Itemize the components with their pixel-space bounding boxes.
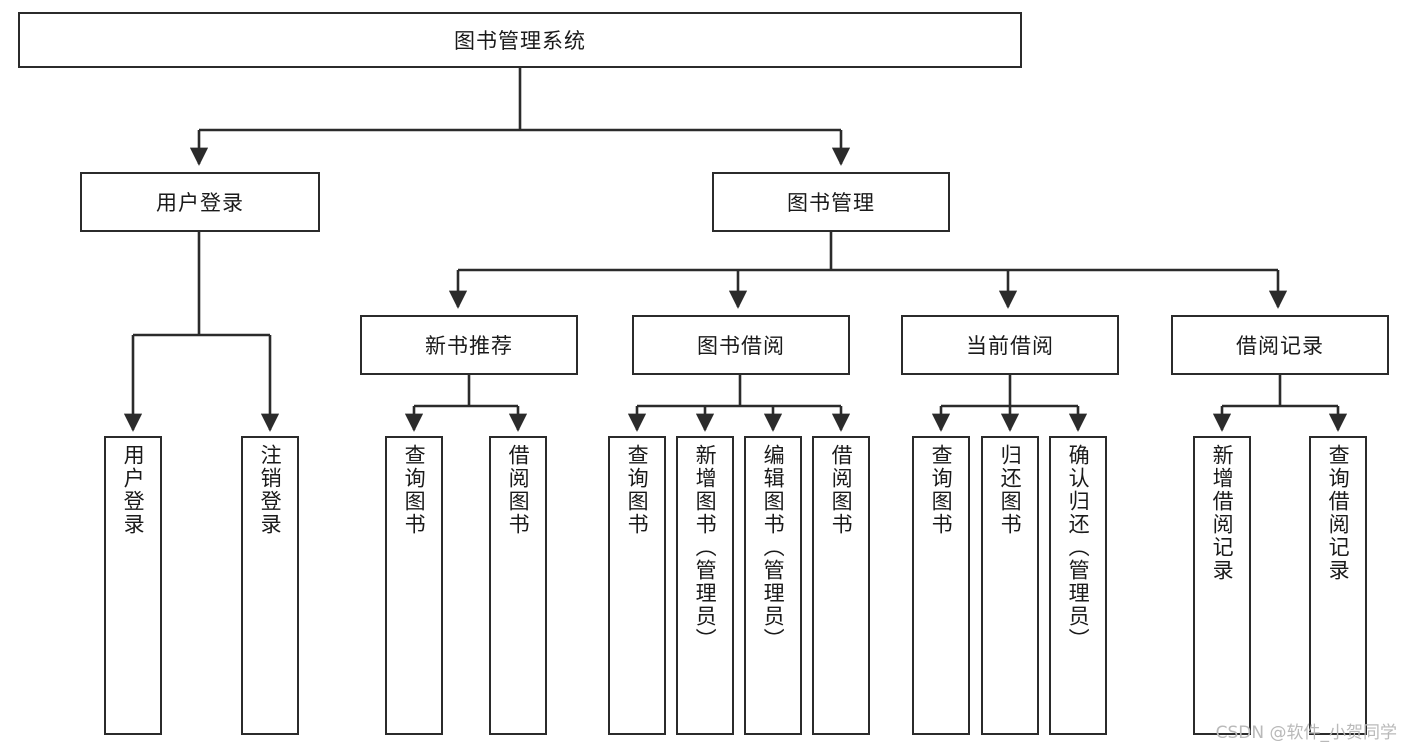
leaf-book-borrow-edit[interactable]: 编辑图书（管理员） — [744, 436, 802, 735]
leaf-label: 查询图书 — [625, 444, 650, 536]
csdn-watermark: CSDN @软件_小贺同学 — [1215, 723, 1397, 743]
leaf-label: 查询借阅记录 — [1326, 444, 1351, 582]
node-book-borrow[interactable]: 图书借阅 — [632, 315, 850, 375]
leaf-label: 查询图书 — [929, 444, 954, 536]
leaf-new-book-borrow[interactable]: 借阅图书 — [489, 436, 547, 735]
node-new-book-recommend[interactable]: 新书推荐 — [360, 315, 578, 375]
leaf-book-borrow-query[interactable]: 查询图书 — [608, 436, 666, 735]
node-borrow-record[interactable]: 借阅记录 — [1171, 315, 1389, 375]
leaf-book-borrow-borrow[interactable]: 借阅图书 — [812, 436, 870, 735]
leaf-current-borrow-query[interactable]: 查询图书 — [912, 436, 970, 735]
node-user-login-label: 用户登录 — [156, 191, 244, 215]
leaf-current-borrow-confirm-return[interactable]: 确认归还（管理员） — [1049, 436, 1107, 735]
node-current-borrow[interactable]: 当前借阅 — [901, 315, 1119, 375]
leaf-label: 查询图书 — [402, 444, 427, 536]
leaf-user-login-logout[interactable]: 注销登录 — [241, 436, 299, 735]
node-book-borrow-label: 图书借阅 — [697, 334, 785, 358]
node-user-login[interactable]: 用户登录 — [80, 172, 320, 232]
leaf-label: 借阅图书 — [506, 444, 531, 536]
node-root[interactable]: 图书管理系统 — [18, 12, 1022, 68]
leaf-new-book-query[interactable]: 查询图书 — [385, 436, 443, 735]
leaf-label: 新增图书（管理员） — [693, 444, 718, 651]
leaf-label: 确认归还（管理员） — [1066, 444, 1091, 651]
leaf-label: 归还图书 — [998, 444, 1023, 536]
leaf-label: 新增借阅记录 — [1210, 444, 1235, 582]
leaf-borrow-record-add[interactable]: 新增借阅记录 — [1193, 436, 1251, 735]
leaf-borrow-record-query[interactable]: 查询借阅记录 — [1309, 436, 1367, 735]
node-book-management[interactable]: 图书管理 — [712, 172, 950, 232]
leaf-label: 注销登录 — [258, 444, 283, 536]
leaf-current-borrow-return[interactable]: 归还图书 — [981, 436, 1039, 735]
node-new-book-recommend-label: 新书推荐 — [425, 334, 513, 358]
leaf-label: 借阅图书 — [829, 444, 854, 536]
node-current-borrow-label: 当前借阅 — [966, 334, 1054, 358]
node-root-label: 图书管理系统 — [454, 29, 586, 53]
leaf-user-login-login[interactable]: 用户登录 — [104, 436, 162, 735]
node-borrow-record-label: 借阅记录 — [1236, 334, 1324, 358]
leaf-book-borrow-add[interactable]: 新增图书（管理员） — [676, 436, 734, 735]
node-book-management-label: 图书管理 — [787, 191, 875, 215]
leaf-label: 用户登录 — [121, 444, 146, 536]
leaf-label: 编辑图书（管理员） — [761, 444, 786, 651]
